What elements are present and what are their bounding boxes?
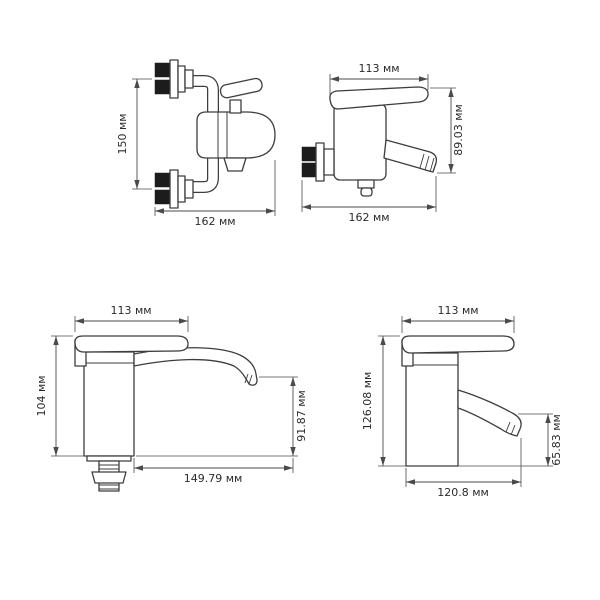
dimension-label: 162 мм: [194, 215, 235, 228]
inlet-pipes: [193, 75, 219, 193]
dimension-113mm-bath: 113 мм: [329, 62, 429, 96]
dimension-label: 113 мм: [358, 62, 399, 75]
dimension-label: 113 мм: [437, 304, 478, 317]
lever-handle: [329, 86, 429, 110]
dimension-label: 91.87 мм: [295, 390, 308, 442]
aerator-hatch: [510, 424, 516, 436]
dimension-113mm-kitchen: 113 мм: [74, 304, 189, 332]
aerator-hatch: [424, 155, 430, 171]
dimension-label: 150 мм: [116, 113, 129, 154]
spout-stub: [223, 157, 247, 172]
mounting-nut: [91, 471, 127, 484]
dimension-label: 126.08 мм: [361, 372, 374, 431]
lever-handle: [401, 335, 515, 367]
dimension-91mm: 91.87 мм: [136, 376, 308, 457]
dimension-label: 113 мм: [110, 304, 151, 317]
aerator-hatch: [419, 153, 425, 169]
spout: [457, 389, 522, 437]
mixer-body: [196, 111, 276, 172]
aerator-hatch: [429, 157, 435, 173]
dimension-label: 120.8 мм: [437, 486, 489, 499]
aerator-hatch: [505, 421, 511, 433]
dimension-126mm: 126.08 мм: [361, 335, 406, 467]
dimension-150mm: 150 мм: [116, 78, 152, 190]
dimension-65mm: 65.83 мм: [458, 413, 563, 467]
view-kitchen-faucet-side: 113 мм 104 мм 91.87 мм 149.79 мм: [35, 304, 308, 492]
wall-mount-top: [154, 59, 194, 99]
dimension-149mm: 149.79 мм: [133, 458, 294, 485]
wall-mount: [301, 142, 335, 182]
wall-mount-bottom: [154, 169, 194, 209]
faucet-body: [405, 352, 459, 467]
dimension-113mm-basin: 113 мм: [401, 304, 515, 333]
dimension-label: 104 мм: [35, 375, 48, 416]
dimension-label: 162 мм: [348, 211, 389, 224]
view-bath-mixer-side: 113 мм 89.03 мм 162 мм: [301, 62, 465, 224]
aerator-hatch: [244, 373, 249, 384]
view-basin-faucet-side: 113 мм 126.08 мм 65.83 мм 120.8 мм: [361, 304, 563, 499]
dimension-89mm: 89.03 мм: [430, 87, 465, 174]
view-bath-mixer-front: 150 мм 162 мм: [116, 59, 276, 228]
diverter-knob: [357, 179, 375, 197]
faucet-body: [83, 351, 135, 457]
dimension-162mm-side: 162 мм: [301, 176, 437, 224]
aerator-hatch: [248, 374, 253, 385]
mounting-hardware: [86, 455, 132, 492]
dimension-label: 89.03 мм: [452, 104, 465, 156]
spout: [383, 139, 438, 173]
dimension-label: 149.79 мм: [184, 472, 243, 485]
dimension-104mm: 104 мм: [35, 335, 84, 457]
lever-handle: [219, 77, 263, 114]
mixer-body: [333, 103, 387, 181]
dimension-162mm-front: 162 мм: [154, 160, 276, 228]
lever-handle: [74, 335, 189, 367]
swivel-spout: [133, 347, 258, 386]
dimension-120mm: 120.8 мм: [405, 438, 522, 499]
dimension-label: 65.83 мм: [550, 414, 563, 466]
